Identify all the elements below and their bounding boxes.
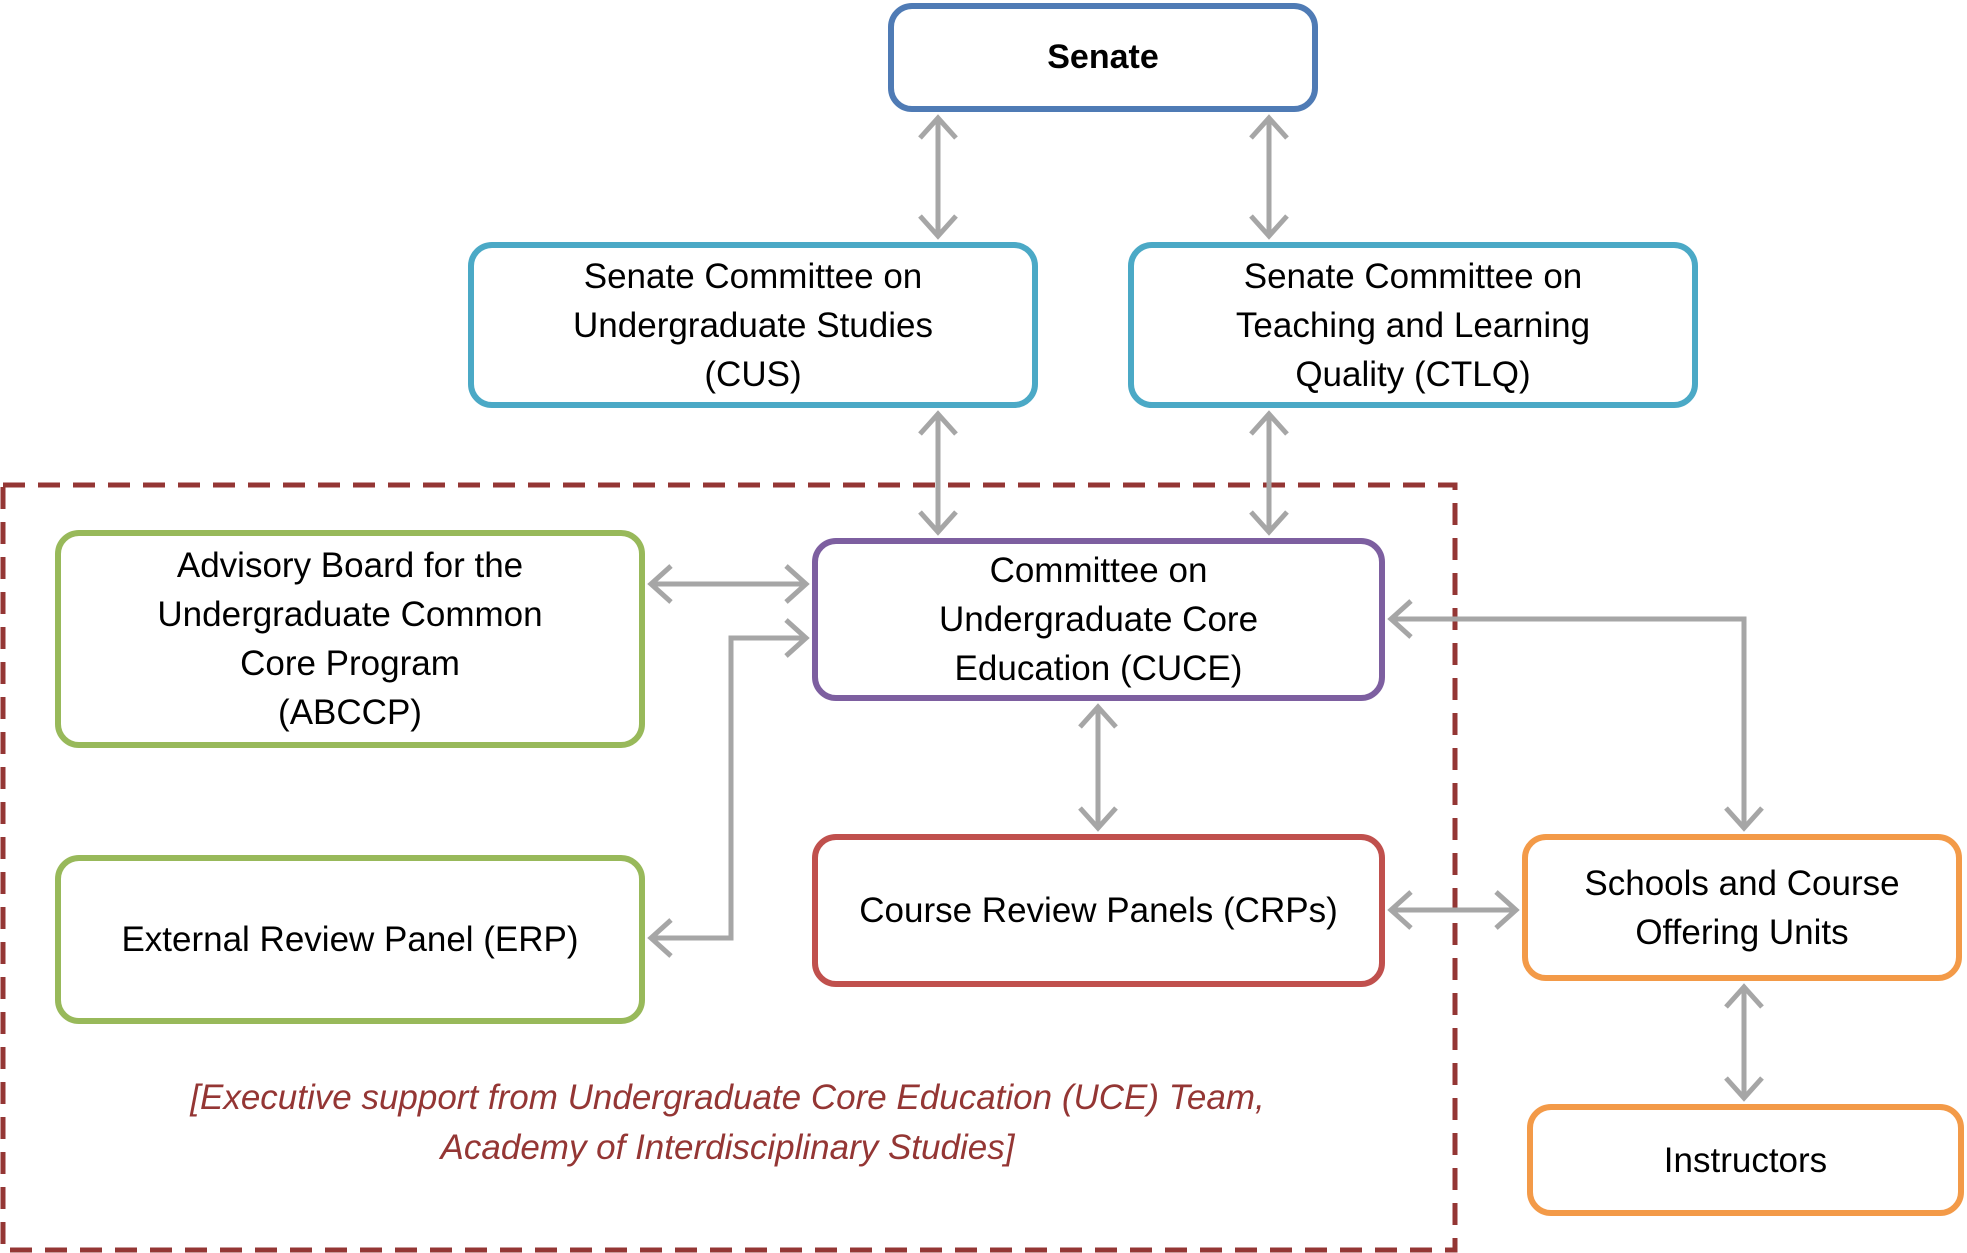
arrow-abccp-cuce bbox=[647, 564, 810, 604]
arrow-cus-cuce bbox=[918, 410, 958, 536]
node-schools-label: Schools and Course Offering Units bbox=[1584, 863, 1900, 952]
node-erp: External Review Panel (ERP) bbox=[55, 855, 645, 1024]
arrow-ctlq-cuce bbox=[1249, 410, 1289, 536]
node-cuce-label: Committee on Undergraduate Core Educatio… bbox=[938, 551, 1259, 688]
arrow-senate-ctlq bbox=[1249, 114, 1289, 240]
node-cus: Senate Committee on Undergraduate Studie… bbox=[468, 242, 1038, 408]
node-crp: Course Review Panels (CRPs) bbox=[812, 834, 1385, 987]
node-ctlq-label: Senate Committee on Teaching and Learnin… bbox=[1235, 256, 1591, 394]
executive-support-boundary bbox=[0, 482, 1458, 1253]
node-instructors: Instructors bbox=[1527, 1104, 1964, 1216]
arrow-erp-cuce bbox=[647, 618, 810, 958]
node-senate-label: Senate bbox=[1047, 38, 1159, 76]
node-cus-label: Senate Committee on Undergraduate Studie… bbox=[573, 256, 933, 394]
node-senate: Senate bbox=[888, 3, 1318, 112]
arrow-schools-instructors bbox=[1724, 983, 1764, 1102]
arrow-cuce-schools bbox=[1387, 599, 1764, 832]
node-abccp: Advisory Board for the Undergraduate Com… bbox=[55, 530, 645, 748]
node-schools: Schools and Course Offering Units bbox=[1522, 834, 1962, 981]
arrow-senate-cus bbox=[918, 114, 958, 240]
node-instructors-label: Instructors bbox=[1663, 1140, 1828, 1180]
arrow-cuce-crp bbox=[1078, 703, 1118, 832]
node-crp-label: Course Review Panels (CRPs) bbox=[859, 891, 1338, 930]
arrow-crp-schools bbox=[1387, 890, 1520, 930]
node-ctlq: Senate Committee on Teaching and Learnin… bbox=[1128, 242, 1698, 408]
executive-support-note: [Executive support from Undergraduate Co… bbox=[190, 1078, 1265, 1167]
node-abccp-label: Advisory Board for the Undergraduate Com… bbox=[157, 546, 543, 732]
node-erp-label: External Review Panel (ERP) bbox=[121, 920, 579, 959]
node-cuce: Committee on Undergraduate Core Educatio… bbox=[812, 538, 1385, 701]
